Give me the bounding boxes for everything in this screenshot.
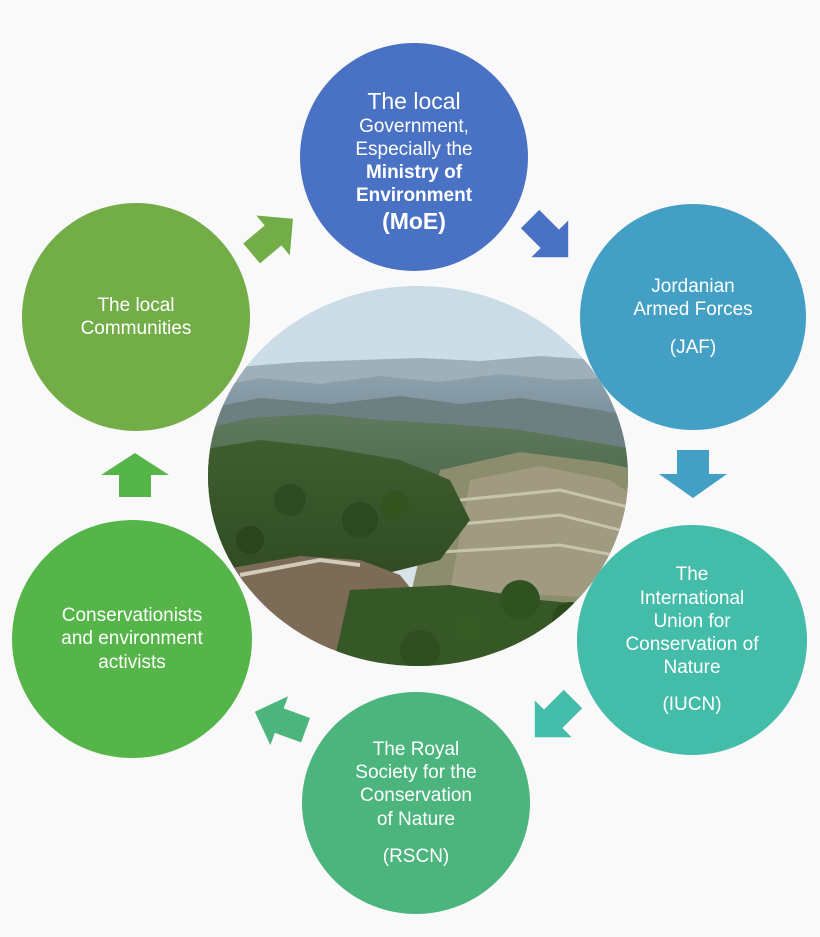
node-jordanian-armed-forces: Jordanian Armed Forces (JAF): [580, 204, 806, 430]
node-ministry-of-environment: The local Government, Especially the Min…: [300, 43, 528, 271]
node-moe-line5: Environment: [355, 185, 473, 207]
node-iucn-line5: Nature: [663, 657, 721, 679]
node-moe-line6: (MoE): [382, 208, 446, 235]
node-iucn-line3: Union for: [653, 610, 731, 632]
arrow-iucn-to-rscn: [534, 689, 583, 738]
node-conservationists-activists: Conservationists and environment activis…: [12, 520, 252, 758]
node-rscn: The Royal Society for the Conservation o…: [302, 692, 530, 914]
node-local-communities: The local Communities: [22, 203, 250, 431]
node-iucn-line1: The: [675, 564, 709, 586]
node-iucn-line4: Conservation of: [625, 634, 759, 655]
node-iucn-line6: (IUCN): [662, 694, 722, 716]
arrow-jaf-to-iucn: [659, 450, 727, 498]
arrow-rscn-to-activists: [254, 696, 310, 746]
node-rscn-line3: Conservation: [360, 785, 472, 807]
node-moe-line4: Ministry of: [365, 162, 463, 183]
node-communities-line1: The local: [97, 294, 175, 316]
node-jaf-line2: Armed Forces: [633, 299, 753, 321]
node-rscn-line5: (RSCN): [382, 845, 450, 867]
landscape-photo: [208, 286, 628, 666]
node-activists-line1: Conservationists: [61, 605, 203, 627]
node-iucn-line2: International: [639, 587, 745, 609]
arrow-moe-to-jaf: [520, 209, 569, 258]
node-rscn-line4: of Nature: [376, 808, 456, 830]
node-jaf-line1: Jordanian: [651, 276, 735, 298]
node-activists-line2: and environment: [61, 628, 203, 650]
node-rscn-line1: The Royal: [372, 739, 460, 761]
node-activists-line3: activists: [98, 651, 166, 673]
node-moe-line3: Especially the: [355, 138, 473, 160]
node-jaf-line3: (JAF): [669, 336, 717, 358]
arrow-activists-to-communities: [101, 453, 169, 497]
node-moe-line2: Government,: [359, 115, 469, 137]
arrow-communities-to-moe: [243, 215, 293, 264]
node-rscn-line2: Society for the: [355, 762, 477, 784]
node-iucn: The International Union for Conservation…: [577, 525, 807, 755]
node-communities-line2: Communities: [80, 318, 192, 339]
node-moe-line1: The local: [367, 87, 461, 114]
